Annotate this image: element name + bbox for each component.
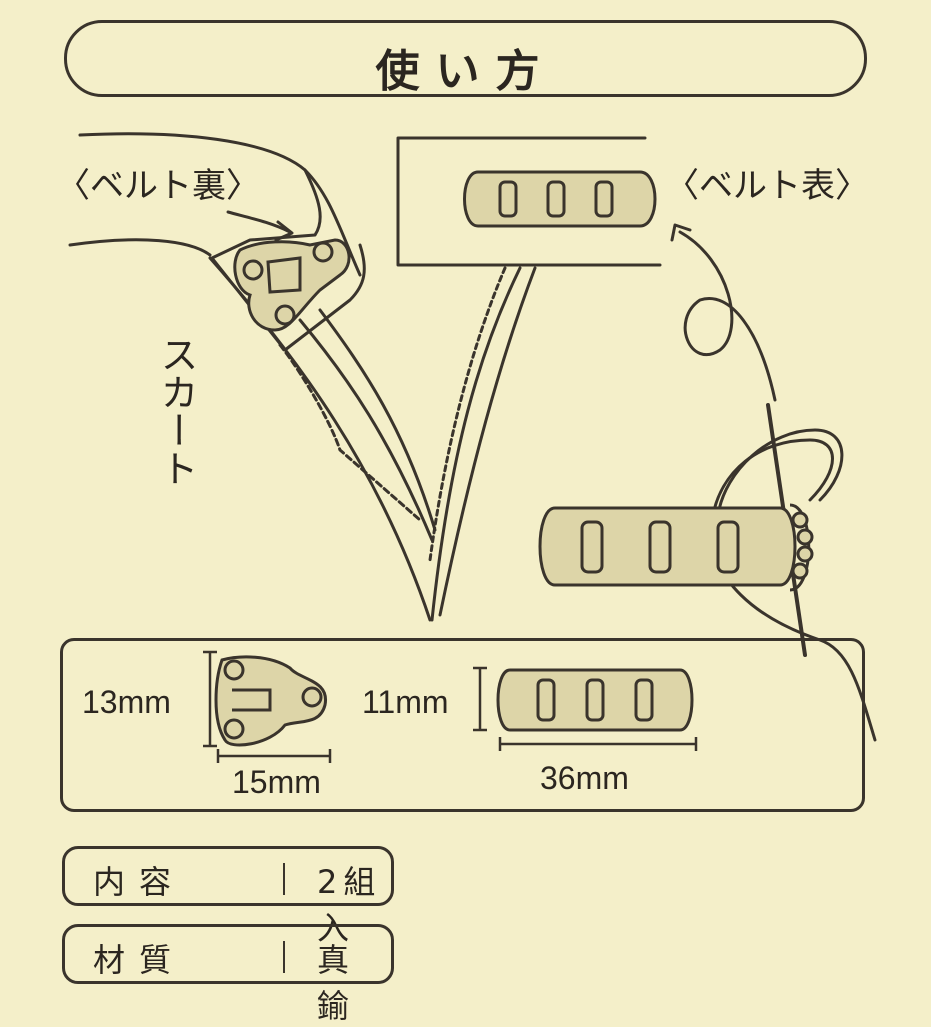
material-value: 真鍮 [317, 941, 356, 1025]
belt-back-arrow-line [226, 210, 292, 234]
belt-back-fold [210, 168, 366, 352]
thread-arrow-line [678, 230, 777, 402]
belt-back-top-edge [78, 132, 362, 277]
bar-height-dim: 11mm [362, 684, 449, 720]
belt-front-outline [396, 136, 662, 267]
skirt-stitch-left [278, 343, 422, 522]
bar-sewing [538, 503, 814, 592]
bar-front [463, 170, 657, 228]
belt-front-label: 〈ベルト表〉 [665, 166, 869, 206]
material-box: 材質 真鍮 [62, 924, 394, 1025]
hook-eye-small [214, 655, 327, 747]
bar-width-dim: 36mm [540, 760, 629, 796]
page-title: 使い方 [375, 46, 556, 97]
dimension-lines [203, 650, 698, 763]
belt-back-arrowhead [274, 220, 294, 242]
skirt-right-seam [438, 266, 537, 617]
belt-back-label: 〈ベルト裏〉 [56, 166, 260, 206]
contents-key: 内容 [93, 863, 186, 901]
hook-eye-back [233, 238, 351, 332]
hook-width-dim: 15mm [232, 764, 321, 800]
skirt-left-seam-1 [298, 318, 434, 542]
contents-value: 2組入 [317, 863, 382, 947]
material-divider [283, 941, 285, 973]
belt-back-lower-edge [68, 238, 212, 257]
contents-divider [283, 863, 285, 895]
thread-arrowhead [670, 223, 692, 242]
contents-box: 内容 2組入 [62, 846, 394, 947]
skirt-right-edge [430, 266, 522, 622]
hook-height-dim: 13mm [82, 684, 171, 720]
title-box: 使い方 [64, 20, 867, 97]
zipper-teeth [428, 266, 507, 562]
skirt-label: スカート [154, 335, 198, 487]
skirt-left-seam-2 [318, 308, 437, 532]
dimensions-box [60, 638, 865, 812]
thread-loop-2 [716, 428, 844, 517]
skirt-left-edge [208, 256, 432, 622]
material-key: 材質 [93, 941, 186, 979]
bar-small [496, 668, 694, 732]
